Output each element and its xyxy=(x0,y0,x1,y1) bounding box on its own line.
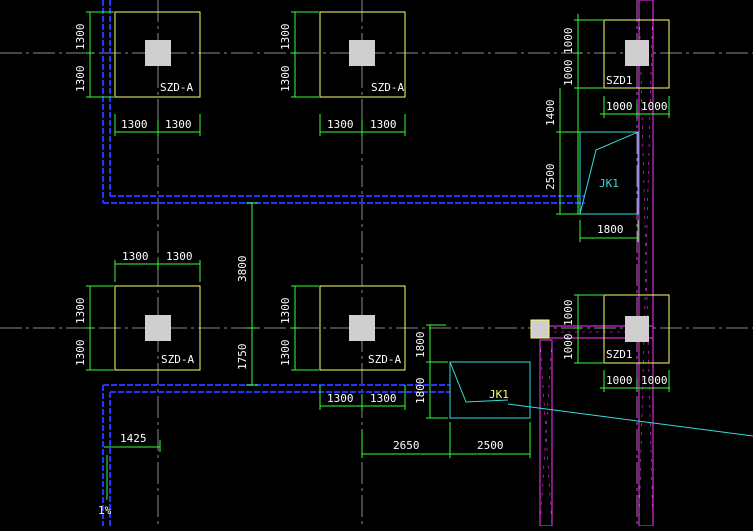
dimension-lines xyxy=(86,11,670,500)
slope-text: 1% xyxy=(98,504,112,517)
pit-label: JK1 xyxy=(489,388,509,401)
dim-text: 1800 xyxy=(414,378,427,405)
dim-text: 1800 xyxy=(414,332,427,359)
footing-outline xyxy=(603,19,670,89)
pit-outline xyxy=(449,361,531,419)
footing-outline xyxy=(319,11,406,98)
dim-text: 1000 xyxy=(641,374,668,387)
dim-text: 1300 xyxy=(74,298,87,325)
footing-1[interactable]: SZD-A xyxy=(114,11,201,98)
dim-text: 1300 xyxy=(74,66,87,93)
footing-label: SZD-A xyxy=(368,353,401,366)
dim-text: 1300 xyxy=(279,298,292,325)
leader-line xyxy=(507,403,753,437)
pit-jk1-lower[interactable]: JK1 xyxy=(449,361,753,437)
dim-text: 1300 xyxy=(122,250,149,263)
dim-text: 1300 xyxy=(279,340,292,367)
column xyxy=(145,40,171,66)
dim-text: 1400 xyxy=(544,100,557,127)
pit-label: JK1 xyxy=(599,177,619,190)
pit-jk1-upper[interactable]: JK1 xyxy=(579,131,639,215)
pit-outline xyxy=(579,131,639,215)
footing-outline xyxy=(319,285,406,371)
column xyxy=(349,315,375,341)
column xyxy=(349,40,375,66)
footing-outline xyxy=(114,285,201,371)
dim-text: 1300 xyxy=(327,118,354,131)
column-small xyxy=(530,319,550,339)
dim-text: 1300 xyxy=(370,118,397,131)
dim-text: 1300 xyxy=(165,118,192,131)
dim-text: 1300 xyxy=(121,118,148,131)
column xyxy=(625,40,649,66)
footing-4[interactable]: SZD-A xyxy=(114,285,201,371)
dim-text: 1000 xyxy=(562,300,575,327)
footing-label: SZD1 xyxy=(606,348,633,361)
dim-text: 1000 xyxy=(562,334,575,361)
dim-text: 1300 xyxy=(279,24,292,51)
dim-text: 3800 xyxy=(236,256,249,283)
dim-text: 1800 xyxy=(597,223,624,236)
dim-text: 1300 xyxy=(327,392,354,405)
dim-text: 1300 xyxy=(279,66,292,93)
dim-text: 1000 xyxy=(606,100,633,113)
dim-text: 1000 xyxy=(562,60,575,87)
wall-hatch xyxy=(539,339,553,527)
column xyxy=(625,316,649,342)
dim-text: 1300 xyxy=(370,392,397,405)
grade-beams xyxy=(102,0,585,526)
wall-hatch xyxy=(638,0,654,527)
footing-label: SZD1 xyxy=(606,74,633,87)
footing-2[interactable]: SZD-A xyxy=(319,11,406,98)
dim-text: 1300 xyxy=(166,250,193,263)
footing-3[interactable]: SZD1 xyxy=(603,19,670,89)
footing-6[interactable]: SZD1 xyxy=(530,294,670,364)
wall-hatch xyxy=(539,339,553,527)
dim-text: 1750 xyxy=(236,344,249,371)
dim-text: 1300 xyxy=(74,340,87,367)
footing-label: SZD-A xyxy=(161,353,194,366)
dim-text: 2500 xyxy=(544,164,557,191)
dim-text: 1300 xyxy=(74,24,87,51)
footing-label: SZD-A xyxy=(371,81,404,94)
dim-text: 1000 xyxy=(562,28,575,55)
footing-label: SZD-A xyxy=(160,81,193,94)
dim-text: 1000 xyxy=(606,374,633,387)
pit-slope-line xyxy=(449,361,509,403)
dim-text: 1000 xyxy=(641,100,668,113)
walls xyxy=(539,0,654,527)
dim-text: 2500 xyxy=(477,439,504,452)
dimension-texts: 1300 1300 1300 1300 1300 1300 1300 1300 … xyxy=(74,24,668,518)
pit-slope-line xyxy=(579,131,639,215)
footing-outline xyxy=(603,294,670,364)
footing-outline xyxy=(114,11,201,98)
column xyxy=(145,315,171,341)
dim-text: 1425 xyxy=(120,432,147,445)
dim-text: 2650 xyxy=(393,439,420,452)
footing-5[interactable]: SZD-A xyxy=(319,285,406,371)
